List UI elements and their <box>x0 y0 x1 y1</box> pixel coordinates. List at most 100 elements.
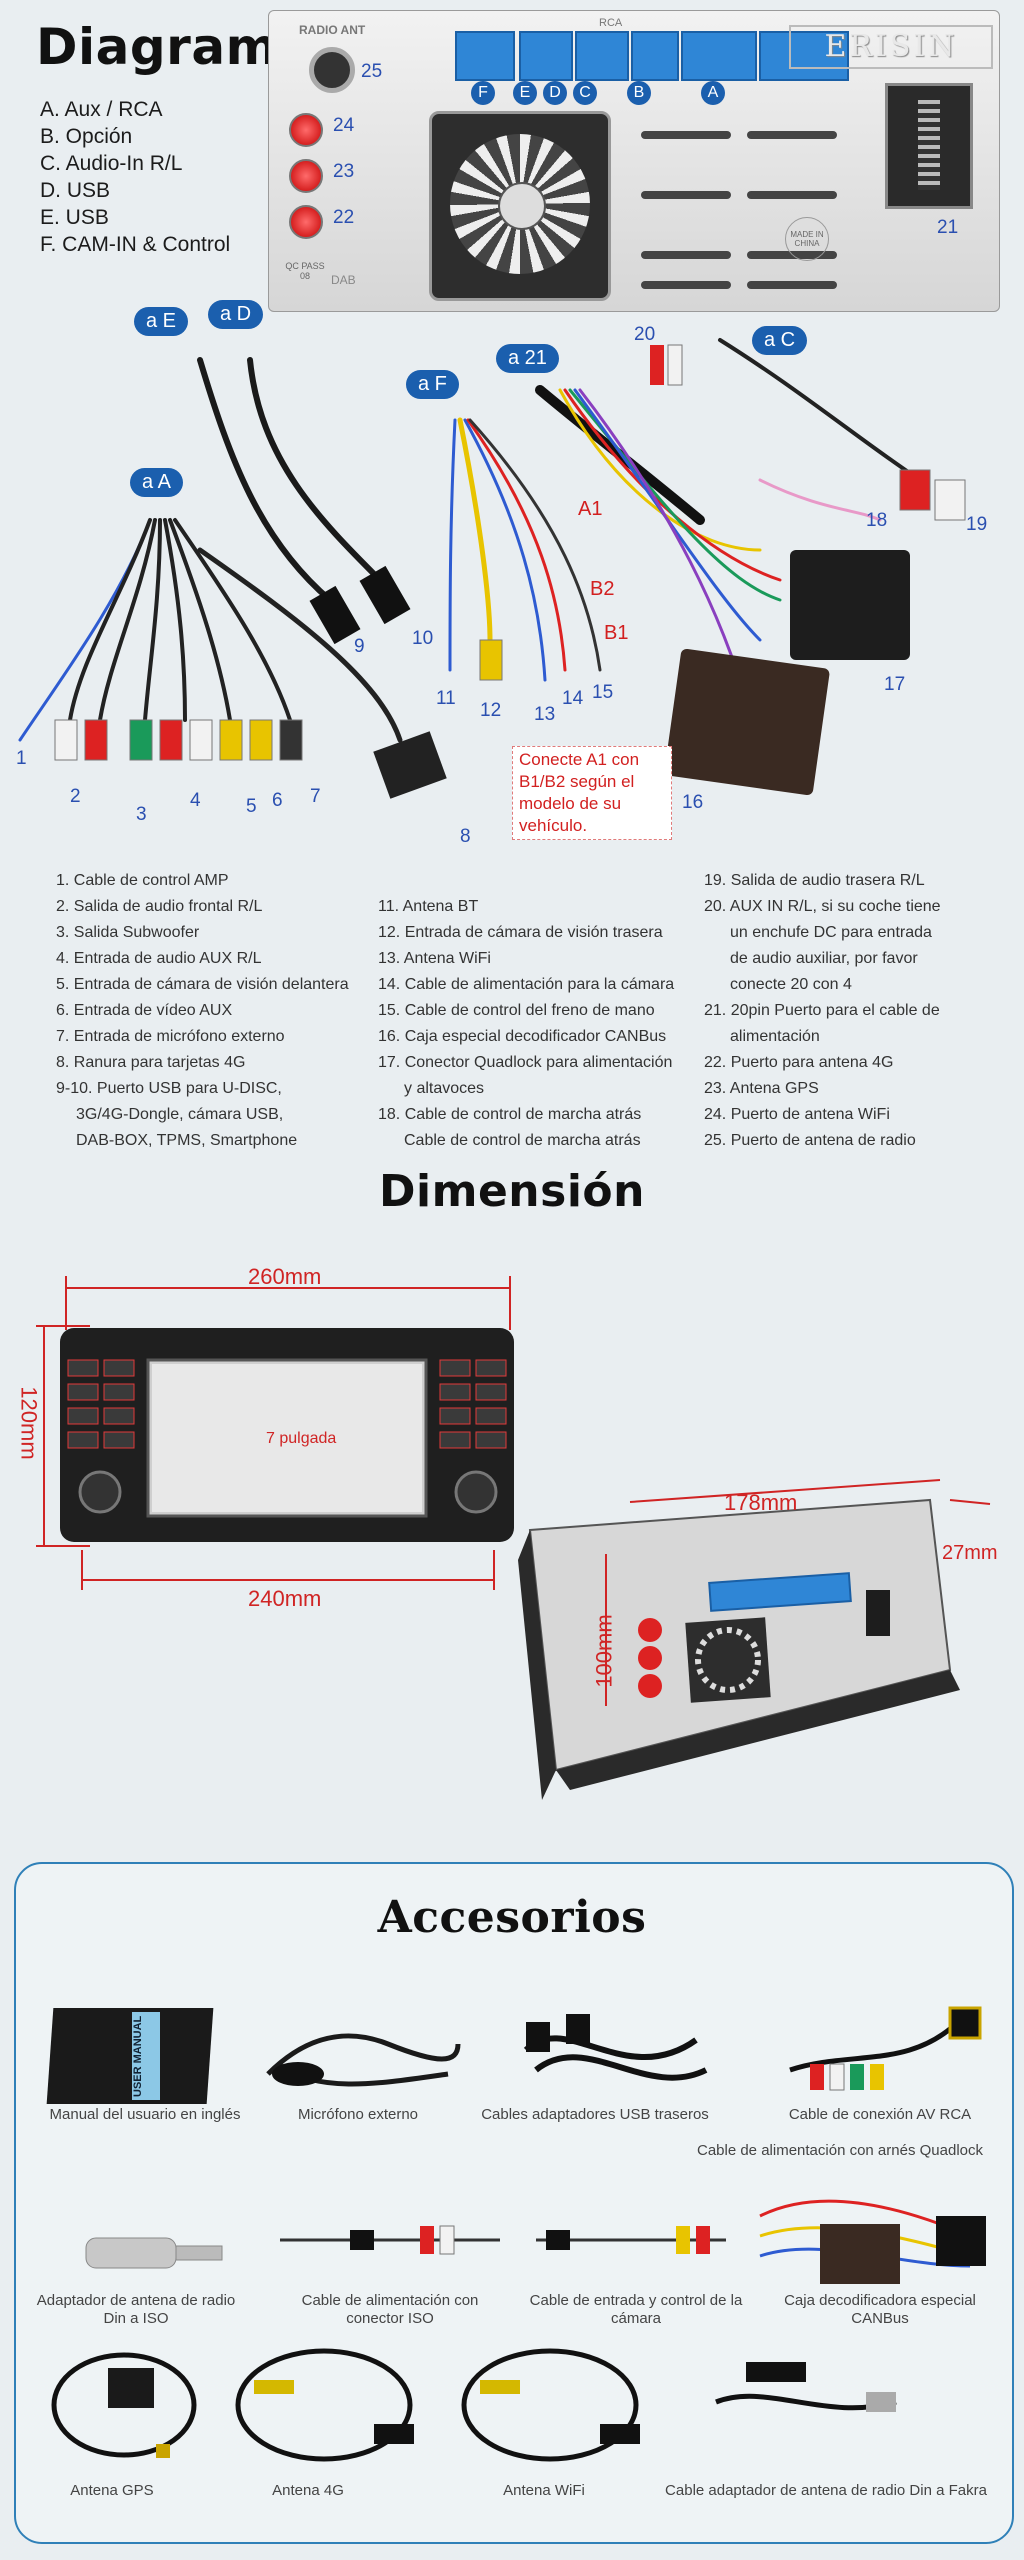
connector-badge: a F <box>406 370 459 399</box>
item-line: 11. Antena BT <box>378 898 479 915</box>
item-line: 7. Entrada de micrófono externo <box>56 1028 285 1045</box>
item-line: 5. Entrada de cámara de visión delantera <box>56 976 349 993</box>
accessory-caption: Antena 4G <box>272 2482 344 2499</box>
connection-note: Conecte A1 con B1/B2 según el modelo de … <box>512 746 672 840</box>
unit-back-panel: RADIO ANT QC PASS 08 DAB RCA F E D C B A… <box>268 10 1000 312</box>
radio-antenna-port-icon <box>309 47 355 93</box>
dim-height-front: 120mm <box>16 1386 42 1460</box>
cable-number: 5 <box>246 796 257 817</box>
side-number: 25 <box>361 61 383 82</box>
4g-port-icon <box>289 205 323 239</box>
accessory-caption: Cable de conexión AV RCA <box>788 2106 972 2123</box>
item-line: 1. Cable de control AMP <box>56 872 229 889</box>
item-line: 20. AUX IN R/L, si su coche tiene <box>704 898 941 915</box>
dimension-title: Dimensión <box>379 1166 645 1217</box>
item-line: 21. 20pin Puerto para el cable de <box>704 1002 940 1019</box>
front-unit-illustration <box>36 1276 514 1590</box>
accessory-caption: Micrófono externo <box>297 2106 419 2123</box>
camera-cable-thumb <box>536 2226 726 2254</box>
diagram-legend: A. Aux / RCA B. Opción C. Audio-In R/L D… <box>40 96 230 258</box>
din-iso-adapter-thumb <box>85 2237 223 2269</box>
port-d <box>575 31 629 81</box>
item-line: 14. Cable de alimentación para la cámara <box>378 976 675 993</box>
accessory-caption: Adaptador de antena de radio Din a ISO <box>36 2292 236 2327</box>
side-number: 24 <box>333 115 355 136</box>
usb-cables-thumb <box>523 2014 708 2081</box>
item-line: DAB-BOX, TPMS, Smartphone <box>76 1132 298 1149</box>
cable-number: 9 <box>354 636 365 657</box>
iso-power-cable-thumb <box>280 2225 500 2255</box>
cable-number: 10 <box>412 628 434 649</box>
connector-badge: a D <box>208 300 264 329</box>
legend-item: E. USB <box>40 206 109 229</box>
dab-label: DAB <box>331 273 356 287</box>
side-number: 23 <box>333 161 355 182</box>
4g-antenna-thumb <box>235 2348 414 2462</box>
av-rca-cable-thumb <box>789 2006 982 2091</box>
cables-illustration <box>18 338 966 799</box>
accessory-caption: Cable de entrada y control de la cámara <box>529 2292 743 2327</box>
port-a <box>759 31 849 81</box>
item-line: de audio auxiliar, por favor <box>730 950 918 967</box>
item-line: 12. Entrada de cámara de visión trasera <box>378 924 663 941</box>
cable-number: 17 <box>884 674 906 695</box>
side-number: 21 <box>937 217 959 238</box>
dim-side: 27mm <box>942 1542 998 1564</box>
port-letter: F <box>471 81 495 105</box>
port-f <box>455 31 515 81</box>
cable-number: 3 <box>136 804 147 825</box>
cable-number: 6 <box>272 790 283 811</box>
gps-port-icon <box>289 159 323 193</box>
dim-width-bottom: 240mm <box>248 1586 322 1611</box>
legend-item: B. Opción <box>40 125 133 148</box>
item-line: Cable de control de marcha atrás <box>404 1132 641 1149</box>
connector-badge: a C <box>752 326 808 355</box>
port-letter: A <box>701 81 725 105</box>
gps-antenna-thumb <box>51 2352 197 2458</box>
dim-width-top: 260mm <box>248 1264 322 1289</box>
item-list-col3: 19. Salida de audio trasera R/L 20. AUX … <box>704 868 941 1154</box>
manual-cover-label: USER MANUAL <box>132 2012 160 2100</box>
cable-number: 7 <box>310 786 321 807</box>
20pin-power-port <box>885 83 973 209</box>
accessory-caption: Manual del usuario en inglés <box>49 2106 241 2123</box>
cable-number: 18 <box>866 510 888 531</box>
radio-ant-label: RADIO ANT <box>299 23 366 37</box>
dim-height-back: 100mm <box>591 1614 617 1688</box>
port-letter: B <box>627 81 651 105</box>
side-number: 22 <box>333 207 355 228</box>
item-line: 3G/4G-Dongle, cámara USB, <box>76 1106 284 1123</box>
back-unit-illustration <box>518 1479 991 1800</box>
port-e <box>519 31 573 81</box>
accessory-caption: Cable adaptador de antena de radio Din a… <box>665 2482 987 2499</box>
cable-number: 1 <box>16 748 27 769</box>
legend-item: F. CAM-IN & Control <box>40 233 231 256</box>
item-line: 15. Cable de control del freno de mano <box>378 1002 655 1019</box>
connector-label-b2: B2 <box>590 578 615 600</box>
accessory-caption: Cable de alimentación con arnés Quadlock <box>696 2142 983 2159</box>
item-line: 13. Antena WiFi <box>378 950 491 967</box>
cable-number: 20 <box>634 324 656 345</box>
accessory-caption: Cable de alimentación con conector ISO <box>301 2292 479 2327</box>
cable-number: 13 <box>534 704 556 725</box>
accessory-caption: Antena WiFi <box>503 2482 585 2499</box>
item-line: 18. Cable de control de marcha atrás <box>378 1106 642 1123</box>
item-line: 16. Caja especial decodificador CANBus <box>378 1028 667 1045</box>
fakra-adapter-thumb <box>715 2362 897 2412</box>
item-line: 25. Puerto de antena de radio <box>704 1132 916 1149</box>
cable-number: 11 <box>436 688 456 709</box>
item-list-col1: 1. Cable de control AMP 2. Salida de aud… <box>56 868 349 1154</box>
legend-item: D. USB <box>40 179 111 202</box>
accessory-caption: Antena GPS <box>70 2482 154 2499</box>
port-letter: D <box>543 81 567 105</box>
item-line: 6. Entrada de vídeo AUX <box>56 1002 233 1019</box>
cable-number: 12 <box>480 700 502 721</box>
item-line: 4. Entrada de audio AUX R/L <box>56 950 262 967</box>
diagram-title: Diagrama <box>36 18 313 76</box>
item-line: un enchufe DC para entrada <box>730 924 932 941</box>
item-line: 19. Salida de audio trasera R/L <box>704 872 925 889</box>
connector-badge: a E <box>134 307 189 336</box>
connector-label-a1: A1 <box>578 498 603 520</box>
accessories-title: Accesorios <box>377 1892 647 1943</box>
cable-number: 2 <box>70 786 81 807</box>
